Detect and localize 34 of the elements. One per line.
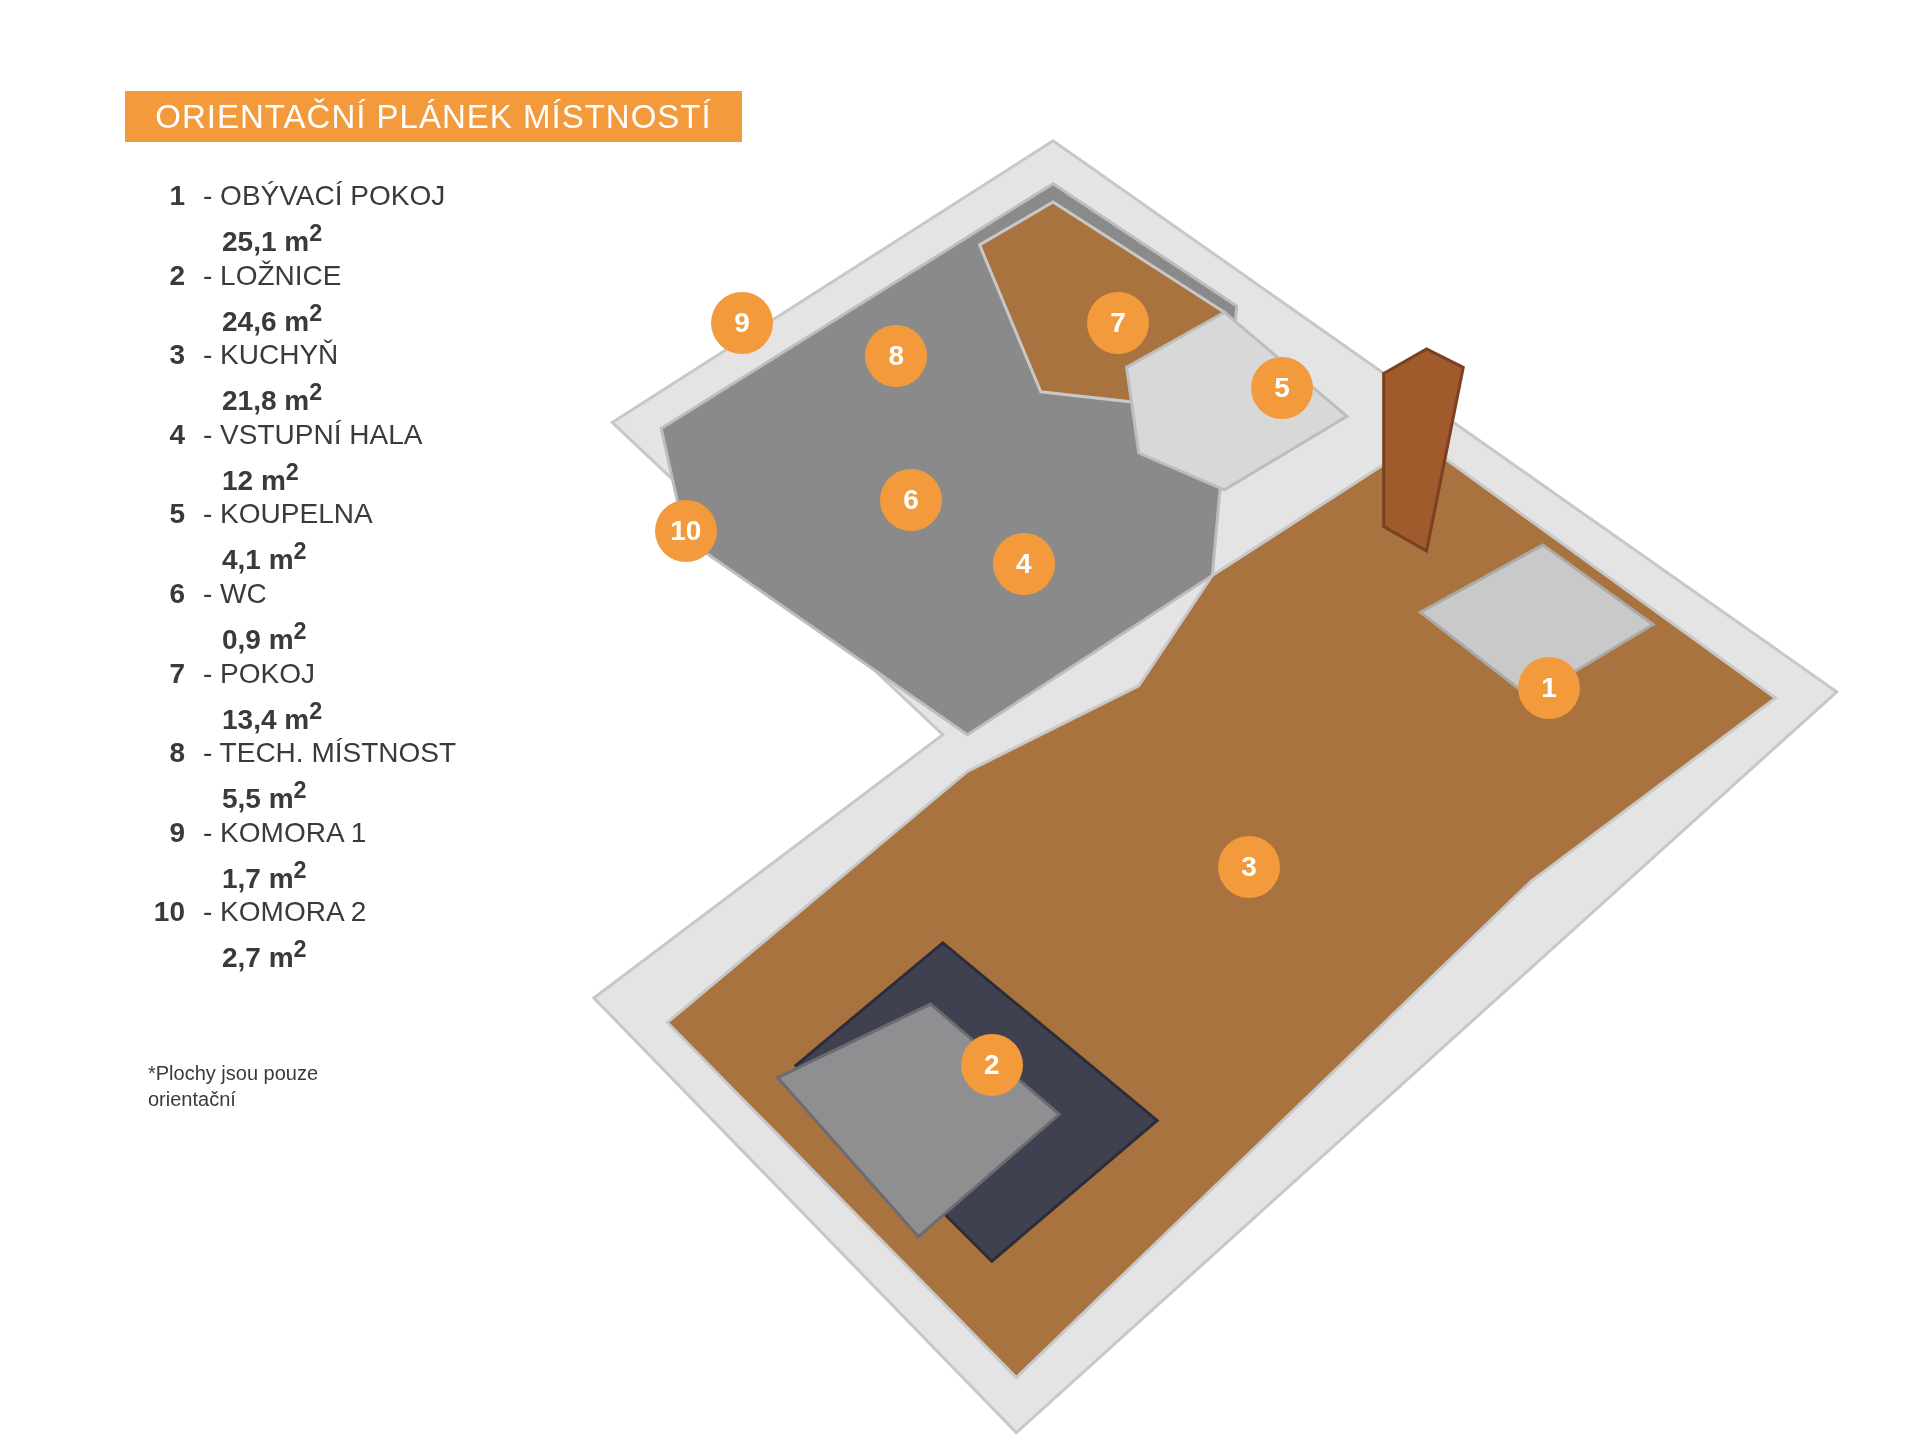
room-number: 4 (168, 418, 185, 451)
room-area: 4,1 m$^{2}$ (222, 538, 307, 577)
room-name: - WC (203, 578, 267, 610)
room-area: 13,4 m$^{2}$ (222, 697, 323, 736)
room-area: 2,7 m$^{2}$ (222, 936, 307, 975)
room-area: 12 m$^{2}$ (222, 458, 299, 498)
room-area: 1,7 m$^{2}$ (222, 856, 307, 896)
room-name: - KUCHYŇ (203, 339, 339, 372)
room-area: 0,9 m$^{2}$ (222, 618, 307, 657)
room-area: 25,1 m$^{2}$ (222, 220, 323, 259)
room-number: 9 (168, 816, 185, 849)
room-number: 3 (168, 339, 185, 372)
room-name: - KOMORA 2 (203, 896, 367, 929)
room-name: - LOŽNICE (203, 259, 342, 292)
room-name: - KOMORA 1 (203, 816, 367, 849)
room-number: 1 (168, 180, 185, 212)
room-number: 6 (168, 578, 185, 610)
callout-number: 9 (711, 292, 774, 355)
callout-number: 10 (654, 500, 717, 563)
room-number: 7 (168, 657, 185, 690)
room-number: 8 (168, 737, 185, 770)
room-number: 5 (168, 498, 185, 531)
room-name: - OBÝVACÍ POKOJ (203, 180, 446, 212)
footnote: *Plochy jsou pouze orientační (148, 1061, 320, 1112)
room-name: - KOUPELNA (203, 498, 373, 531)
room-number: 2 (168, 259, 185, 292)
title-banner: ORIENTAČNÍ PLÁNEK MÍSTNOSTÍ (125, 91, 742, 142)
room-number: 10 (152, 896, 185, 929)
room-area: 21,8 m$^{2}$ (222, 379, 323, 418)
room-name: - TECH. MÍSTNOST (203, 737, 457, 770)
room-area: 24,6 m$^{2}$ (222, 299, 323, 338)
room-name: - VSTUPNÍ HALA (203, 418, 423, 451)
room-area: 5,5 m$^{2}$ (222, 777, 307, 816)
room-name: - POKOJ (203, 657, 315, 690)
